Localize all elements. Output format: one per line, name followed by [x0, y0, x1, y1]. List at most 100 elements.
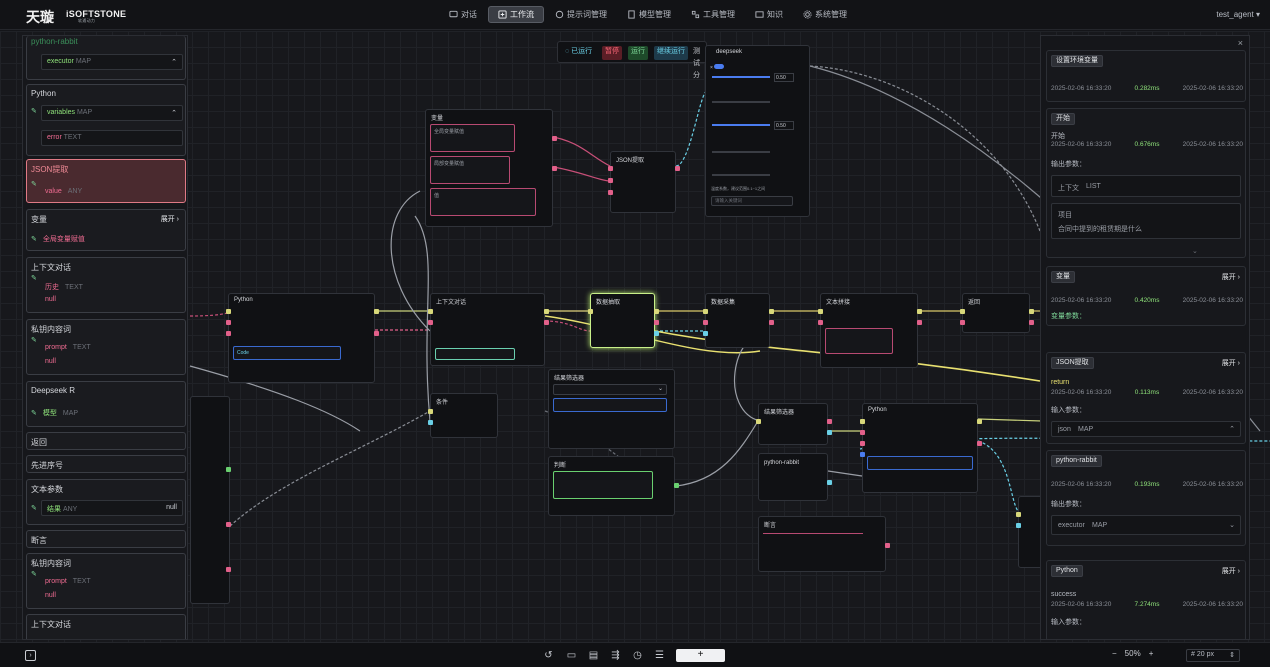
input-port[interactable] — [703, 320, 708, 325]
input-port[interactable] — [588, 309, 593, 314]
nav-tool[interactable]: 工具管理 — [682, 6, 744, 23]
input-port[interactable] — [860, 430, 865, 435]
node-deepseek[interactable]: deepseek × 0.50 0.50 温度系数，建议范围0.1~1之间 请输… — [705, 45, 810, 217]
input-port[interactable] — [818, 320, 823, 325]
input-port[interactable] — [608, 178, 613, 183]
output-port[interactable] — [374, 331, 379, 336]
slider[interactable] — [712, 151, 770, 153]
output-port[interactable] — [827, 430, 832, 435]
output-port[interactable] — [977, 419, 982, 424]
input-port[interactable] — [960, 309, 965, 314]
output-port[interactable] — [827, 419, 832, 424]
add-node-button[interactable]: + — [676, 649, 725, 662]
workflow-canvas[interactable]: python-rabbit executor MAP⌃ Python ✎ var… — [0, 31, 1270, 642]
slider[interactable] — [712, 101, 770, 103]
input-port[interactable] — [428, 309, 433, 314]
output-port[interactable] — [917, 309, 922, 314]
lp-card-python[interactable]: Python ✎ variables MAP⌃ error TEXT — [26, 84, 186, 156]
node-condition[interactable]: 条件 — [428, 393, 498, 438]
code-editor[interactable] — [867, 456, 973, 470]
run-button[interactable]: 运行 — [628, 46, 648, 60]
lp-card-python-rabbit[interactable]: python-rabbit executor MAP⌃ — [26, 36, 186, 80]
node-extract[interactable]: 数据抽取 — [588, 293, 659, 348]
expand-button[interactable]: 展开 › — [1221, 568, 1240, 575]
output-port[interactable] — [769, 320, 774, 325]
user-menu[interactable]: test_agent ▾ — [1216, 10, 1260, 19]
node-partial-left[interactable] — [190, 396, 231, 604]
nav-workflow[interactable]: 工作流 — [488, 6, 544, 23]
output-port[interactable] — [552, 136, 557, 141]
output-port[interactable] — [226, 567, 231, 572]
code-editor[interactable]: Code — [233, 346, 341, 360]
input-port[interactable] — [1016, 523, 1021, 528]
input-port[interactable] — [818, 309, 823, 314]
lp-card-order[interactable]: 先进序号 — [26, 455, 186, 473]
output-port[interactable] — [654, 320, 659, 325]
slider[interactable] — [712, 124, 770, 126]
output-port[interactable] — [885, 543, 890, 548]
expand-button[interactable]: 展开 › — [160, 216, 179, 223]
output-port[interactable] — [827, 480, 832, 485]
input-port[interactable] — [703, 331, 708, 336]
judge-field[interactable] — [553, 471, 653, 499]
input-port[interactable] — [1016, 512, 1021, 517]
filter-select[interactable]: ⌄ — [553, 384, 667, 395]
input-port[interactable] — [703, 309, 708, 314]
var-field-global[interactable]: 全局变量赋值 — [430, 124, 515, 152]
nav-settings[interactable]: 系统管理 — [794, 6, 856, 23]
var-field-value[interactable]: 值 — [430, 188, 536, 216]
output-port[interactable] — [675, 166, 680, 171]
output-port[interactable] — [544, 309, 549, 314]
panel-toggle-icon[interactable]: › — [25, 650, 36, 661]
input-port[interactable] — [960, 320, 965, 325]
expand-button[interactable]: 展开 › — [1221, 274, 1240, 281]
zoom-out-button[interactable]: − — [1112, 649, 1117, 658]
output-port[interactable] — [654, 331, 659, 336]
node-result-filter[interactable]: 结果筛选器 — [756, 403, 832, 445]
node-filter[interactable]: 结果筛选器 ⌄ — [548, 369, 675, 449]
screen-icon[interactable]: ▭ — [566, 650, 577, 661]
output-port[interactable] — [226, 522, 231, 527]
chevron-down-icon[interactable]: ⌄ — [1192, 248, 1198, 255]
input-port[interactable] — [428, 409, 433, 414]
input-port[interactable] — [226, 331, 231, 336]
output-port[interactable] — [917, 320, 922, 325]
nav-model[interactable]: 模型管理 — [618, 6, 680, 23]
output-port[interactable] — [1029, 320, 1034, 325]
undo-icon[interactable]: ↺ — [544, 650, 553, 661]
input-port[interactable] — [608, 190, 613, 195]
node-python[interactable]: Python Code — [226, 293, 379, 383]
slider[interactable] — [712, 174, 770, 176]
lp-card-assert[interactable]: 断言 — [26, 530, 186, 548]
output-port[interactable] — [544, 320, 549, 325]
nav-prompt[interactable]: 提示词管理 — [546, 6, 616, 23]
input-port[interactable] — [860, 452, 865, 457]
input-port[interactable] — [860, 419, 865, 424]
node-var[interactable]: 变量 全局变量赋值 局部变量赋值 值 — [425, 109, 557, 227]
input-port[interactable] — [756, 419, 761, 424]
input-port[interactable] — [860, 441, 865, 446]
output-port[interactable] — [374, 309, 379, 314]
lp-card-return[interactable]: 返回 — [26, 432, 186, 450]
stop-button[interactable]: 暂停 — [602, 46, 622, 60]
close-icon[interactable]: × — [1237, 38, 1243, 48]
nav-knowledge[interactable]: 知识 — [746, 6, 792, 23]
temperature-slider[interactable] — [712, 76, 770, 78]
output-port[interactable] — [769, 309, 774, 314]
keyword-input[interactable]: 请输入关键词 — [711, 196, 793, 206]
grid-size-input[interactable]: # 20 px ⇕ — [1186, 649, 1240, 662]
output-port[interactable] — [654, 309, 659, 314]
nav-chat[interactable]: 对话 — [440, 6, 486, 23]
node-rabbit[interactable]: python-rabbit — [758, 453, 832, 501]
node-json[interactable]: JSON提取 — [608, 151, 680, 213]
node-context[interactable]: 上下文对话 — [428, 293, 549, 366]
expand-button[interactable]: 展开 › — [1221, 360, 1240, 367]
